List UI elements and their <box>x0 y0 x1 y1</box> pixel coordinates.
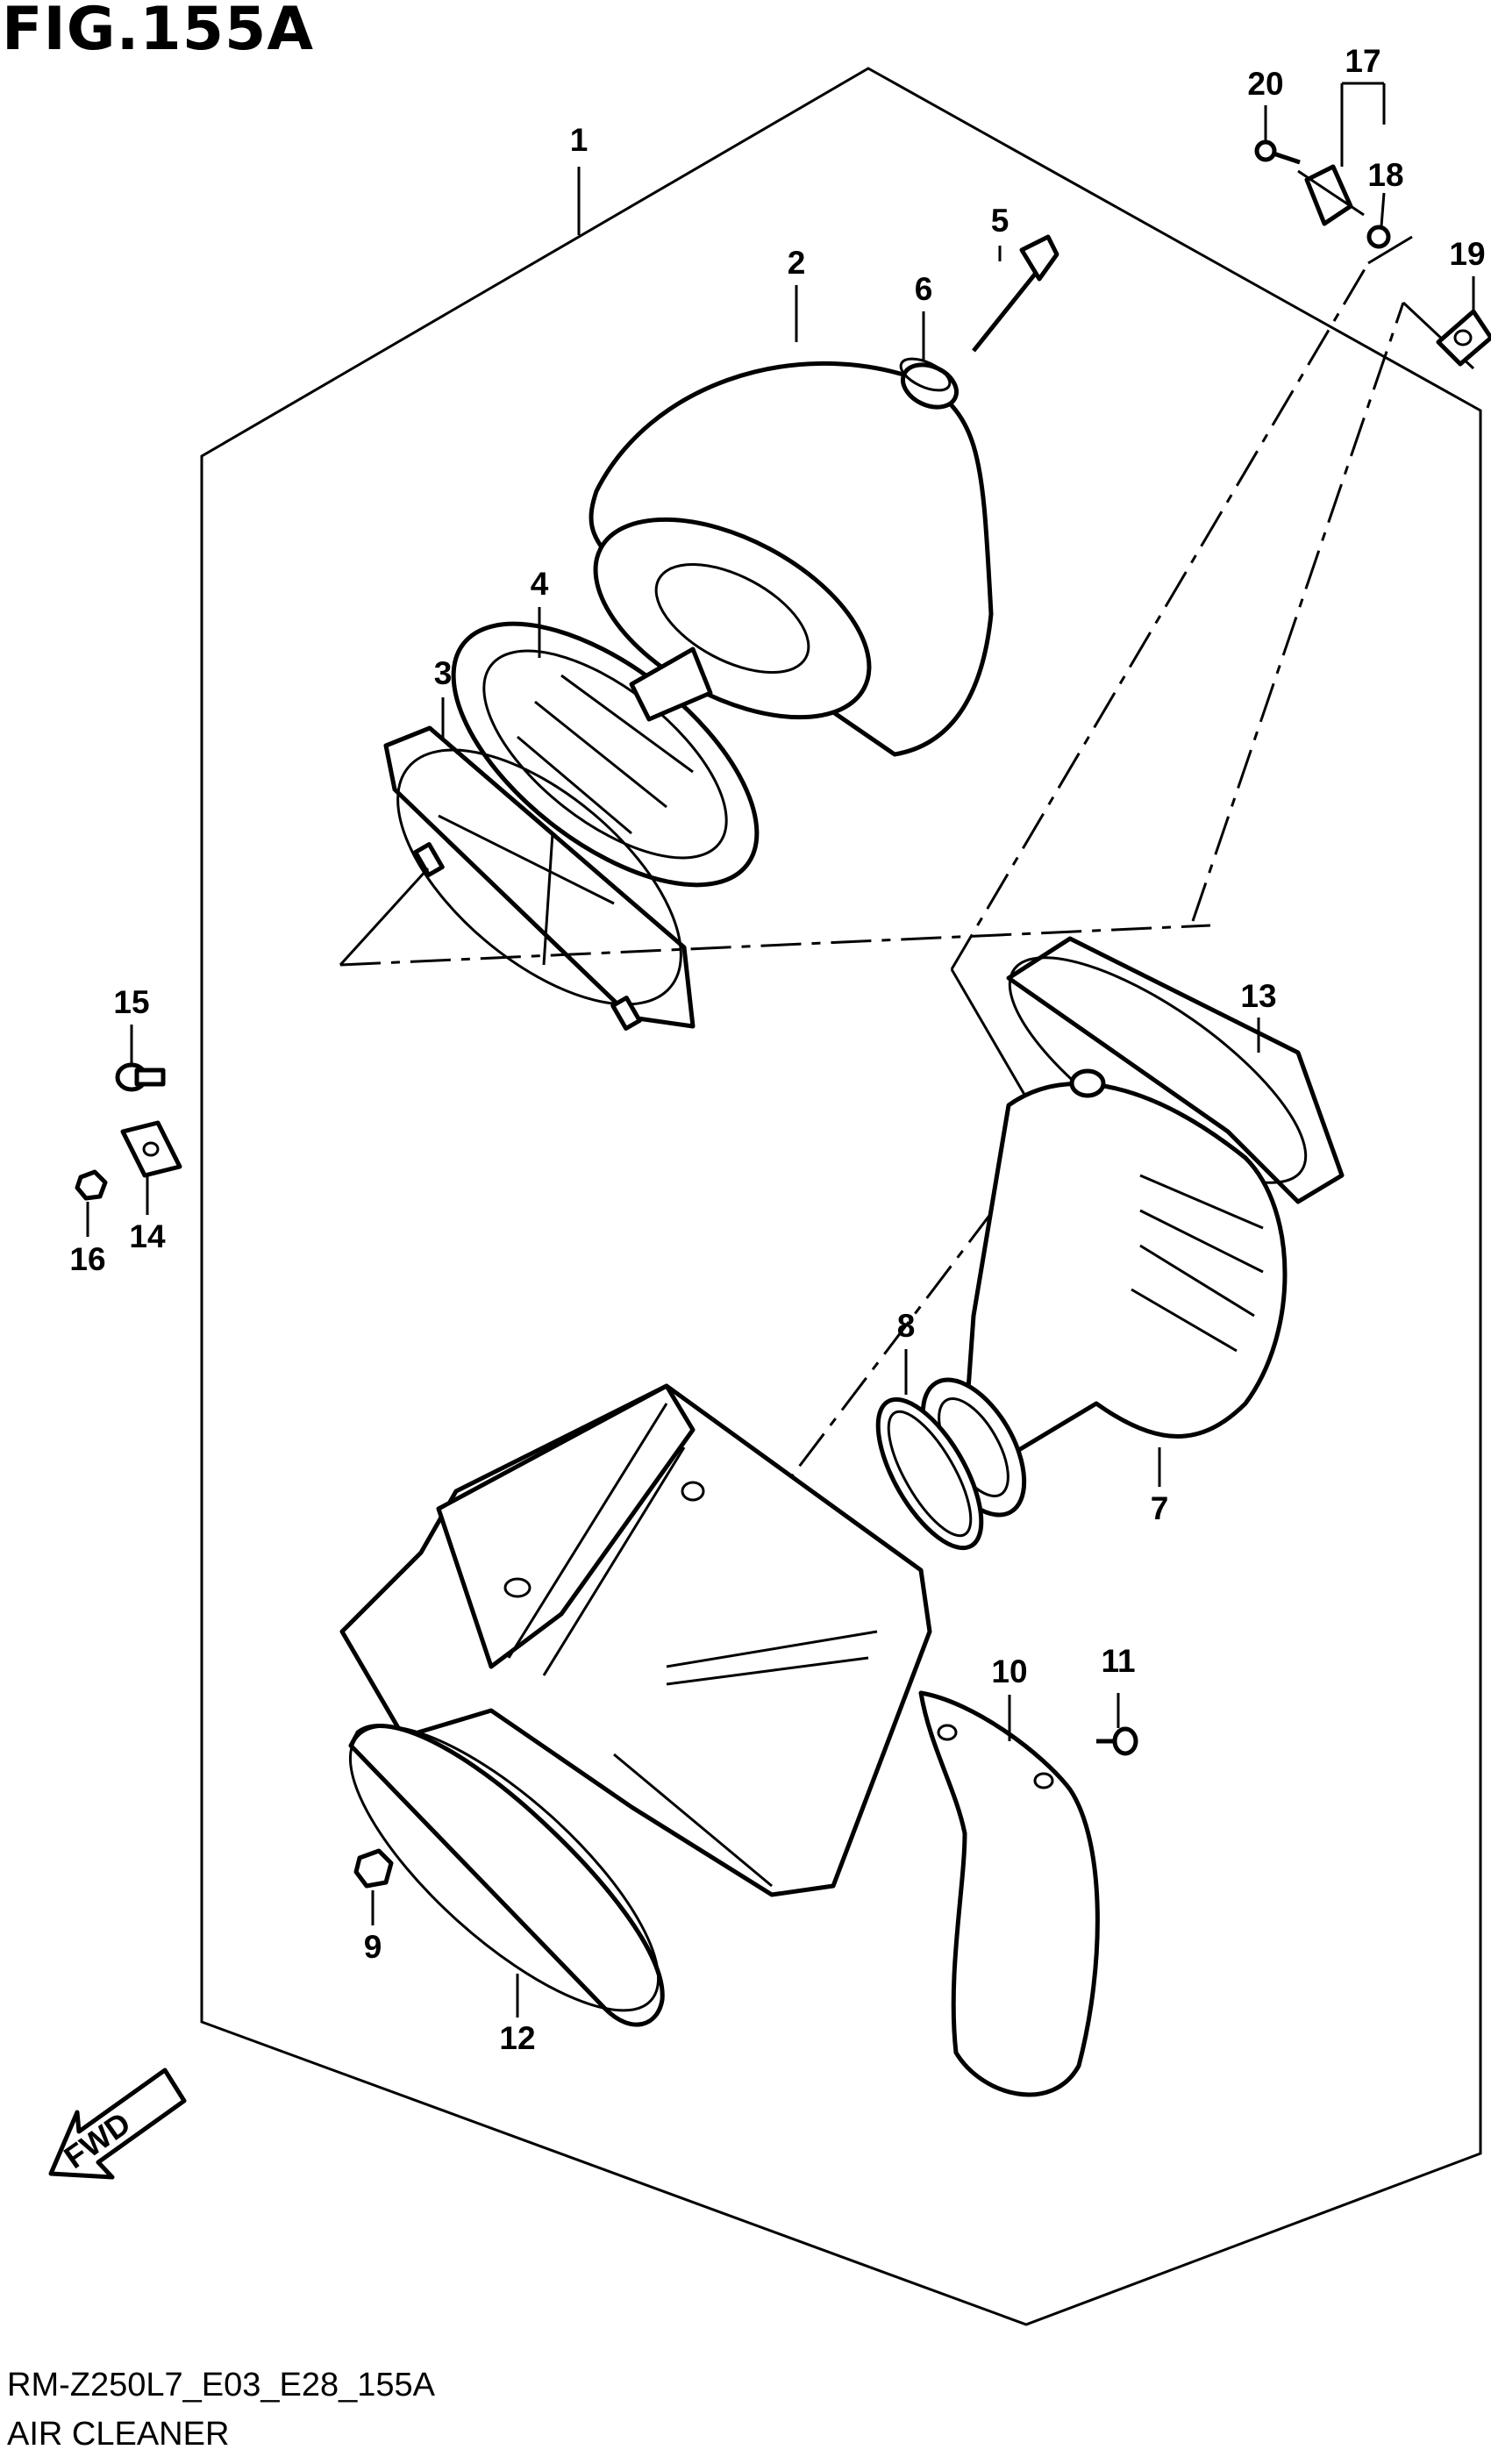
ref-line-e <box>339 867 430 967</box>
callout-10: 10 <box>991 1653 1027 1689</box>
figure-code: RM-Z250L7_E03_E28_155A <box>7 2367 436 2403</box>
part-8-clamp <box>875 1396 984 1551</box>
part-2-filter-element <box>589 361 994 757</box>
part-6-collar <box>899 357 959 410</box>
part-19-plate <box>1436 309 1491 367</box>
part-18-o-ring <box>1366 225 1391 249</box>
part-17-breather-fitting <box>1297 164 1365 226</box>
callout-7: 7 <box>1151 1490 1169 1526</box>
part-4-filter-cage <box>451 621 760 888</box>
ref-line-c <box>1191 302 1405 922</box>
callout-4: 4 <box>531 566 549 602</box>
figure-name: AIR CLEANER <box>7 2416 230 2453</box>
callout-14: 14 <box>129 1218 166 1254</box>
fwd-arrow: FWD <box>48 2068 187 2180</box>
part-20-bolt <box>1254 139 1301 165</box>
callout-8: 8 <box>897 1308 916 1344</box>
callout-3: 3 <box>434 655 453 691</box>
callout-6: 6 <box>915 271 933 307</box>
callout-1: 1 <box>570 122 589 158</box>
callout-13: 13 <box>1240 978 1276 1014</box>
callout-16: 16 <box>69 1241 105 1277</box>
ref-line-g <box>1367 235 1413 265</box>
part-16-nut <box>75 1169 108 1201</box>
air-cleaner-case <box>339 1383 932 1897</box>
callout-17: 17 <box>1345 43 1380 79</box>
assembly-outline <box>200 67 1482 2326</box>
part-10-mud-guard <box>918 1690 1100 2097</box>
callout-19: 19 <box>1449 236 1485 272</box>
part-15-bolt <box>115 1062 166 1092</box>
callout-20: 20 <box>1247 66 1283 102</box>
callout-2: 2 <box>788 245 806 281</box>
callout-15: 15 <box>113 984 149 1020</box>
part-3-holder-frame <box>383 725 696 1031</box>
ref-line-a <box>339 924 1211 967</box>
callout-12: 12 <box>499 2020 535 2056</box>
ref-line-d <box>586 1201 1002 1746</box>
part-11-screw <box>1096 1726 1138 1756</box>
part-7-outlet-tube <box>920 1068 1288 1518</box>
part-9-nut <box>353 1848 394 1889</box>
part-12-gasket <box>348 1724 665 2027</box>
callout-9: 9 <box>364 1929 382 1965</box>
callout-5: 5 <box>991 203 1009 239</box>
callout-11: 11 <box>1101 1643 1135 1679</box>
figure-title: FIG.155A <box>2 0 314 64</box>
callout-18: 18 <box>1367 157 1403 193</box>
part-5-wing-bolt <box>972 234 1059 353</box>
ref-line-b <box>950 262 1370 970</box>
leader-lines <box>86 82 1475 2018</box>
part-14-nut-clip <box>120 1120 182 1178</box>
